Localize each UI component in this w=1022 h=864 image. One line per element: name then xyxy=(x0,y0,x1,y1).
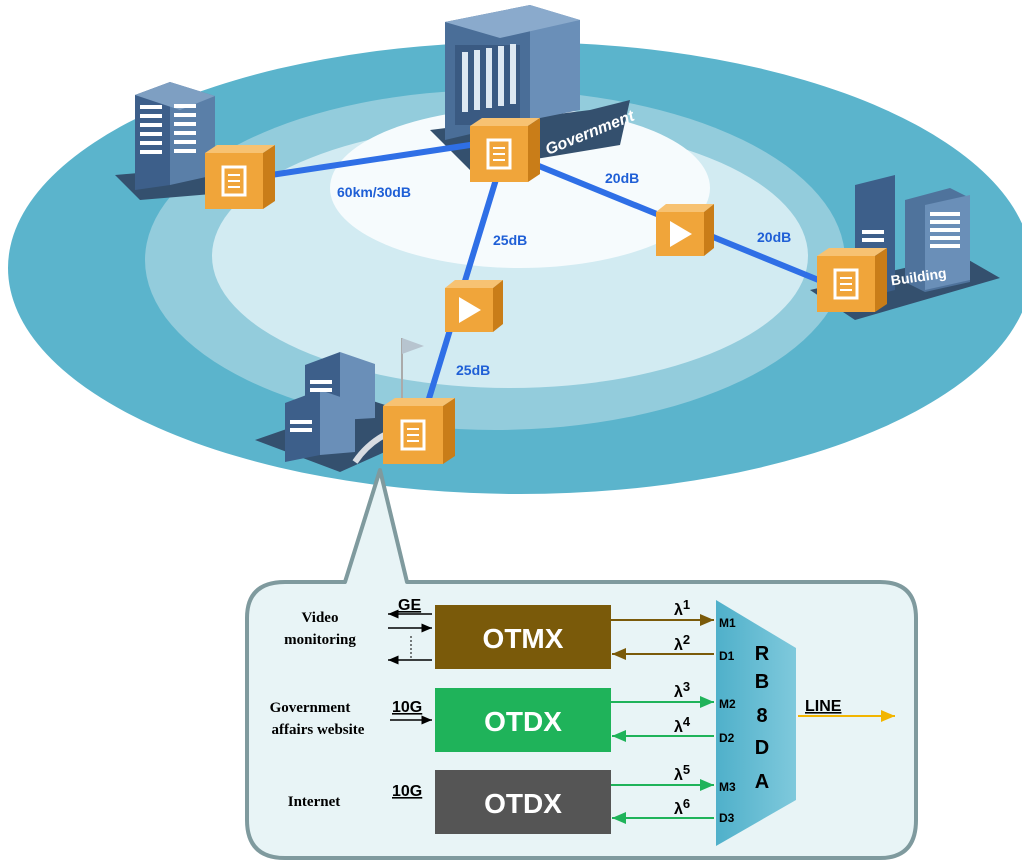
link-label-down-lower: 25dB xyxy=(456,362,490,378)
client-video-line2: monitoring xyxy=(284,632,356,648)
mux-letter-3: 8 xyxy=(756,705,767,727)
amplifier-down xyxy=(445,280,503,332)
wavelength-5: λ5 xyxy=(674,762,690,784)
client-gov-line1: Government xyxy=(270,700,351,716)
amplifier-right xyxy=(656,204,714,256)
mux-letter-1: R xyxy=(755,643,770,665)
client-gov-line2: affairs website xyxy=(272,722,365,738)
board-otmx-label: OTMX xyxy=(483,623,564,654)
port-m3: M3 xyxy=(719,780,736,794)
board-otdx-2 xyxy=(435,770,611,834)
port-d2: D2 xyxy=(719,731,735,745)
wavelength-2: λ2 xyxy=(674,632,690,654)
port-d1: D1 xyxy=(719,649,735,663)
mux-letter-4: D xyxy=(755,737,769,759)
oadm-node-left xyxy=(205,145,275,209)
rate-ge: GE xyxy=(398,597,421,614)
oadm-node-government xyxy=(470,118,540,182)
oadm-node-bottom xyxy=(383,398,455,464)
oadm-node-office xyxy=(817,248,887,312)
board-otmx xyxy=(435,605,611,669)
rate-gov: 10G xyxy=(392,699,422,716)
left-building xyxy=(115,82,260,200)
rate-internet: 10G xyxy=(392,783,422,800)
client-video-line1: Video xyxy=(302,610,339,626)
port-m1: M1 xyxy=(719,616,736,630)
mux-letter-2: B xyxy=(755,671,769,693)
board-otdx-1 xyxy=(435,688,611,752)
link-label-left: 60km/30dB xyxy=(337,184,411,200)
board-otdx-1-label: OTDX xyxy=(484,706,562,737)
line-label: LINE xyxy=(805,698,842,715)
client-internet: Internet xyxy=(288,794,341,810)
link-left xyxy=(235,142,473,183)
port-m2: M2 xyxy=(719,697,736,711)
wavelength-lines xyxy=(611,614,714,824)
wavelength-3: λ3 xyxy=(674,679,690,701)
link-label-right-upper: 20dB xyxy=(605,170,639,186)
client-arrows-video xyxy=(388,609,432,665)
ring-center xyxy=(330,108,710,268)
wavelength-1: λ1 xyxy=(674,597,690,619)
board-otdx-2-label: OTDX xyxy=(484,788,562,819)
bottom-building xyxy=(255,338,445,472)
port-d3: D3 xyxy=(719,811,735,825)
mux-rb8da xyxy=(716,600,796,846)
link-label-down-upper: 25dB xyxy=(493,232,527,248)
wavelength-4: λ4 xyxy=(674,714,691,736)
mux-letter-5: A xyxy=(755,771,769,793)
wavelength-6: λ6 xyxy=(674,796,690,818)
link-label-right-lower: 20dB xyxy=(757,229,791,245)
